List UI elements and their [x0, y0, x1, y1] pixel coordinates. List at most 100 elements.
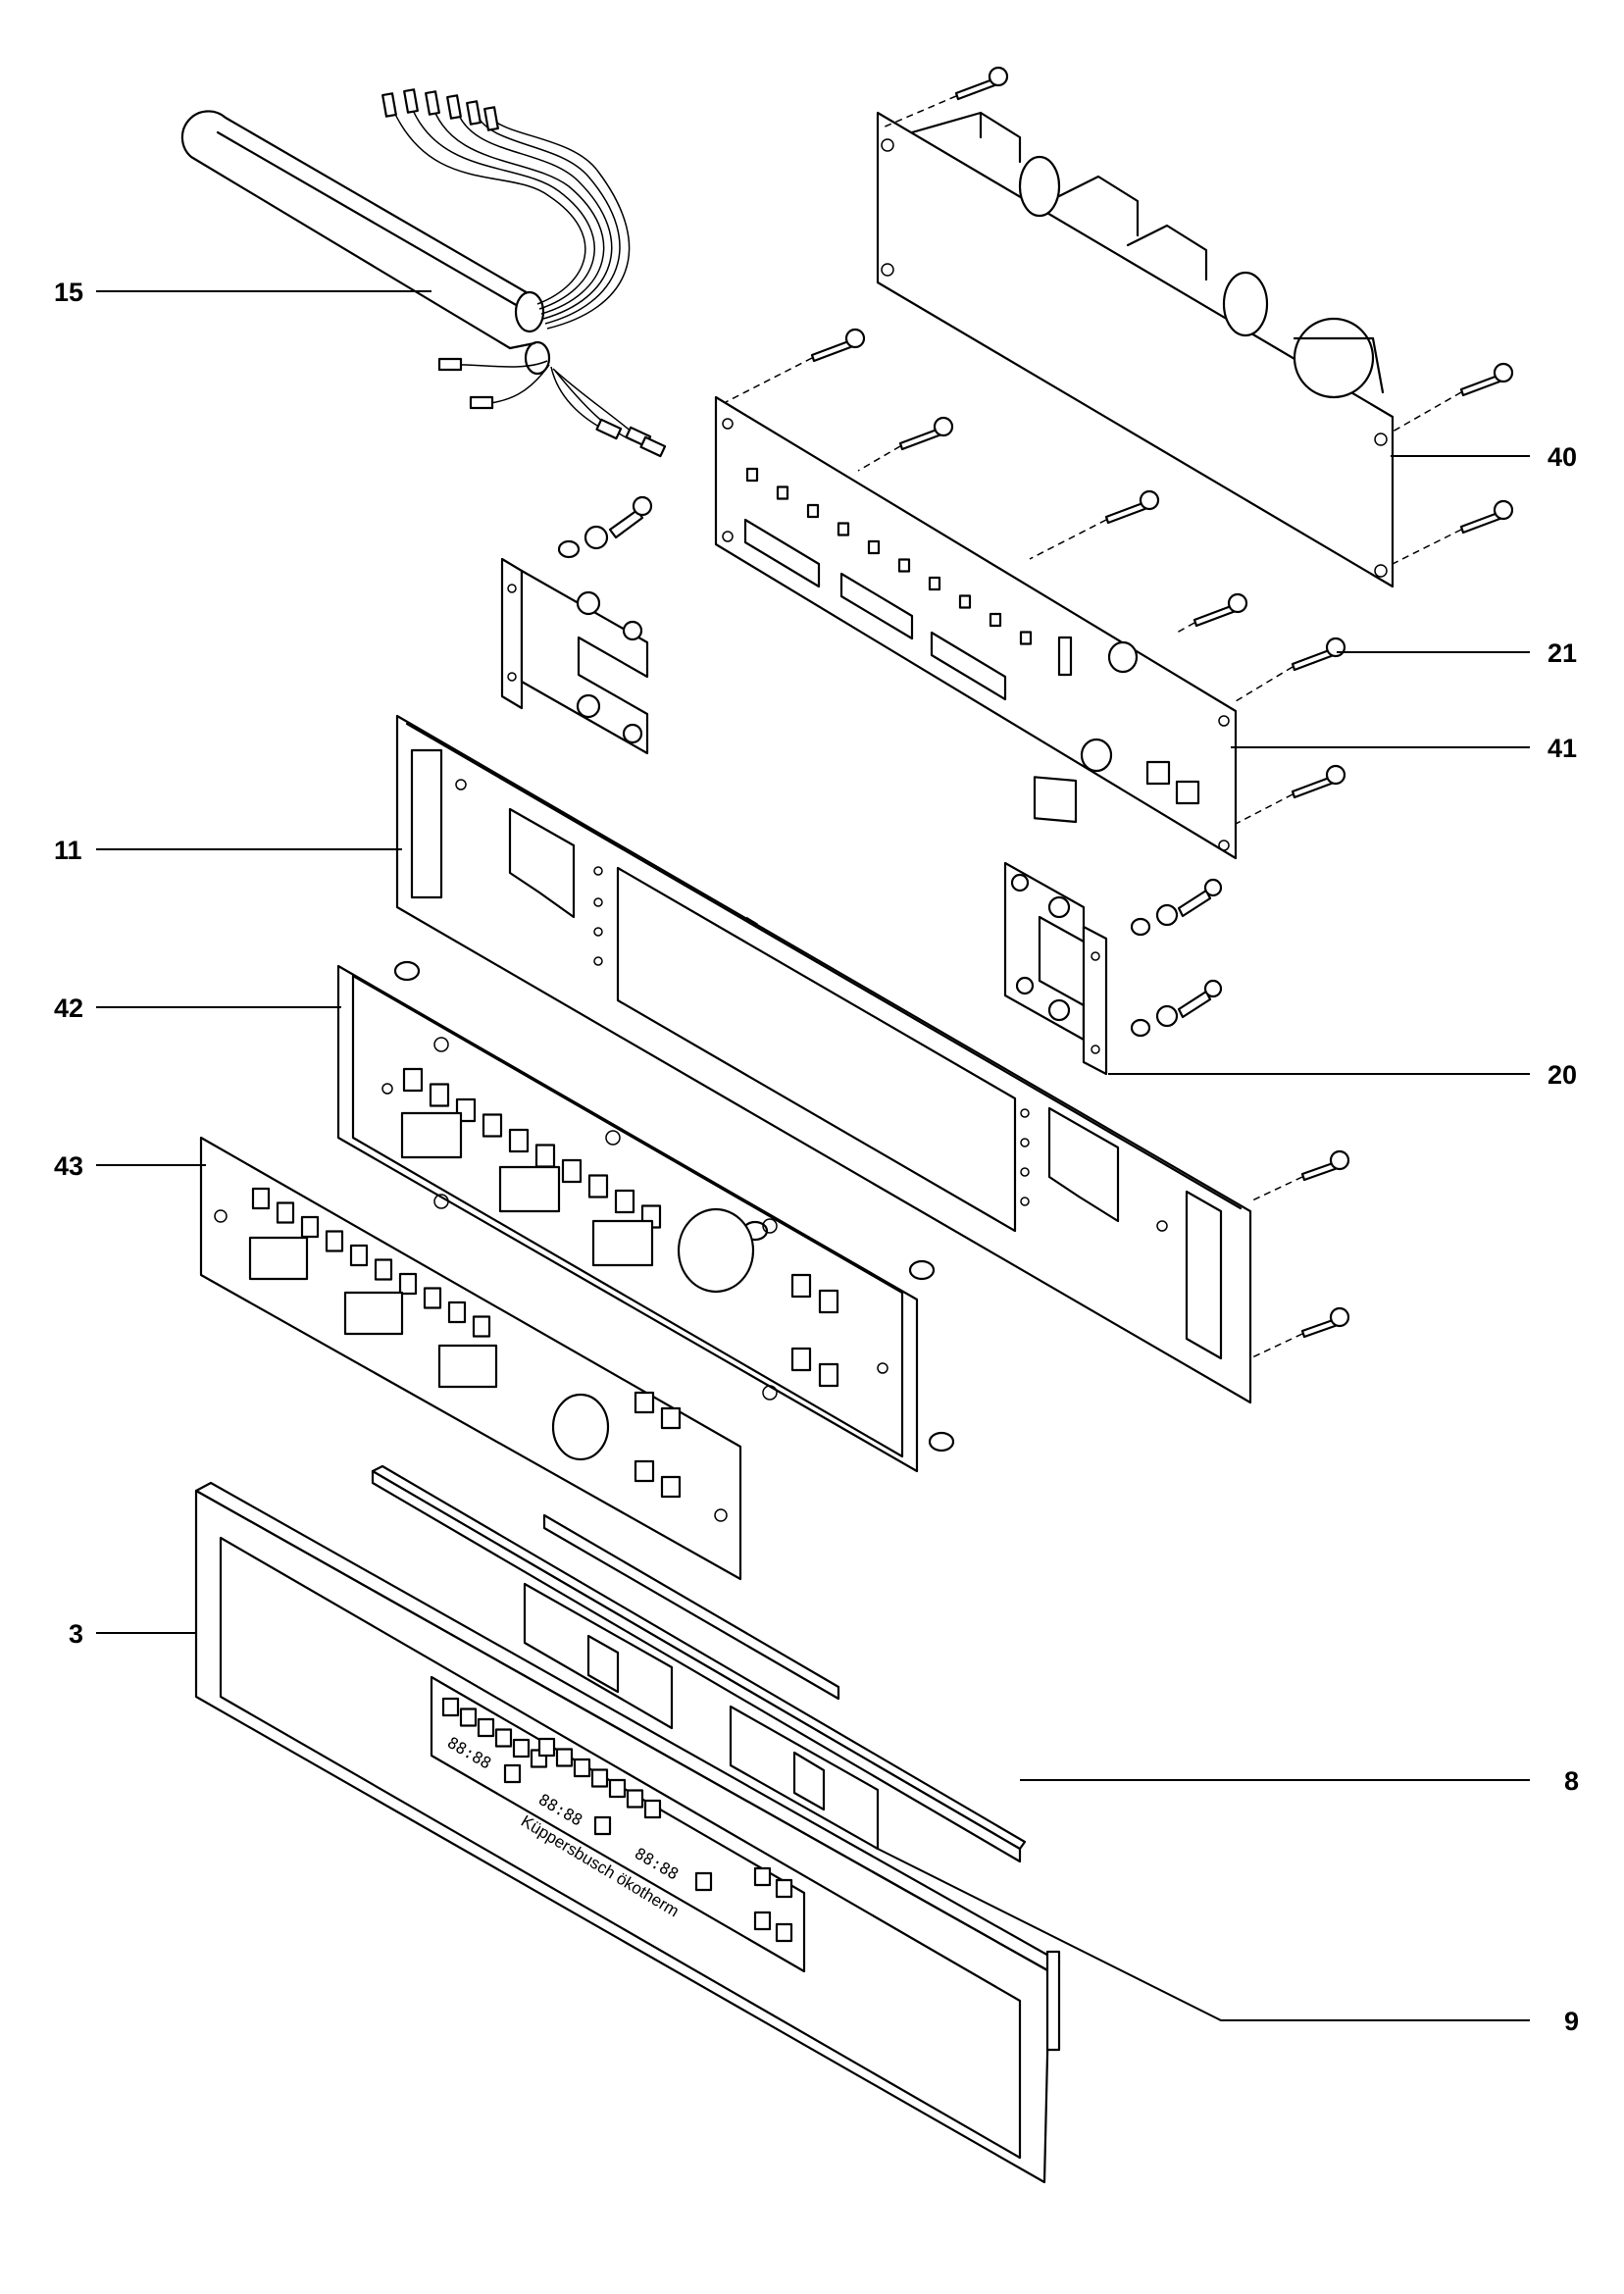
frame-part	[395, 714, 1252, 1404]
key	[643, 1799, 662, 1819]
key	[573, 1758, 591, 1778]
key	[694, 1871, 713, 1892]
key-cutout	[276, 1201, 295, 1224]
key	[590, 1768, 609, 1788]
bracket-left-part	[500, 495, 653, 755]
display-cutout	[400, 1111, 463, 1159]
bracket-right-part	[1003, 861, 1223, 1076]
key-cutout	[325, 1230, 344, 1252]
key-cutout	[614, 1189, 635, 1214]
display-cutout	[437, 1344, 498, 1389]
key-cutout	[660, 1406, 682, 1430]
key-cutout	[402, 1067, 424, 1093]
callout-40: 40	[1548, 442, 1577, 472]
callout-15: 15	[54, 278, 83, 307]
display-cutout	[498, 1165, 561, 1213]
led	[867, 539, 881, 555]
key-cutout	[447, 1300, 467, 1324]
key	[441, 1697, 460, 1717]
led	[776, 485, 789, 500]
led	[806, 503, 820, 519]
screw-41e	[1291, 764, 1346, 799]
key-cutout	[561, 1158, 583, 1184]
led	[1019, 631, 1033, 645]
key	[459, 1708, 478, 1727]
key-cutout	[660, 1475, 682, 1499]
key-cutout	[398, 1272, 418, 1296]
screw-11b	[1300, 1306, 1350, 1339]
key	[626, 1789, 644, 1809]
key	[608, 1778, 627, 1799]
key	[593, 1815, 612, 1836]
key-cutout	[374, 1258, 393, 1281]
callout-3: 3	[69, 1619, 83, 1649]
callout-11: 11	[54, 836, 82, 865]
power-board-part	[876, 111, 1395, 588]
key-cutout	[818, 1362, 839, 1388]
key-cutout	[300, 1215, 320, 1239]
screw-40b	[1459, 362, 1514, 397]
digit-display-3	[930, 631, 1007, 701]
screw-41b	[898, 416, 954, 451]
screw-41c	[1104, 489, 1160, 525]
key	[537, 1737, 556, 1758]
digit-display-2	[839, 572, 914, 640]
key-cutout	[423, 1287, 442, 1309]
screw-21	[1291, 637, 1346, 672]
led	[897, 558, 911, 573]
key	[753, 1911, 772, 1931]
key-cutout	[429, 1083, 450, 1107]
digit-display-1	[743, 518, 821, 588]
callout-8: 8	[1564, 1766, 1579, 1796]
leader-lines	[96, 290, 1530, 2021]
key	[477, 1717, 495, 1738]
screw-40c	[1459, 499, 1514, 535]
key-cutout	[472, 1315, 491, 1338]
key	[503, 1763, 522, 1784]
callout-41: 41	[1548, 734, 1577, 763]
screw-41d	[1193, 592, 1248, 628]
key-cutout	[251, 1187, 271, 1210]
key	[775, 1878, 793, 1899]
key-cutout	[482, 1113, 503, 1138]
screws-group	[725, 66, 1514, 1359]
key	[494, 1728, 513, 1748]
front-fascia-part: Küppersbusch ökotherm 88:88 88:88 88:88	[194, 1481, 1061, 2184]
led	[989, 612, 1002, 628]
screw-41a	[810, 328, 866, 363]
control-pcb-part	[714, 395, 1238, 938]
callout-42: 42	[54, 994, 83, 1023]
overlay-foil-part	[199, 1136, 742, 1581]
screw-11a	[1300, 1149, 1350, 1182]
display-cutout	[248, 1236, 309, 1281]
key-cutout	[508, 1128, 530, 1153]
key-cutout	[587, 1174, 609, 1198]
key-cutout	[790, 1347, 812, 1372]
key-cutout	[634, 1391, 655, 1414]
key	[555, 1748, 574, 1767]
led	[837, 522, 850, 536]
key	[775, 1922, 793, 1943]
key-cutout	[534, 1144, 556, 1168]
key	[512, 1738, 531, 1759]
callout-21: 21	[1548, 638, 1577, 668]
wiring-harness-part	[180, 88, 667, 458]
callout-9: 9	[1564, 2007, 1579, 2036]
led	[958, 594, 972, 609]
key-cutout	[634, 1459, 655, 1483]
keypad-carrier-part	[336, 960, 955, 1473]
display-cutout	[591, 1219, 654, 1267]
key-cutout	[818, 1289, 839, 1314]
callout-43: 43	[54, 1151, 83, 1181]
led	[745, 467, 759, 483]
led	[928, 576, 941, 591]
display-cutout	[343, 1291, 404, 1336]
callout-20: 20	[1548, 1060, 1577, 1090]
screw-40a	[954, 66, 1009, 101]
trim-strip-part	[371, 1464, 1027, 1863]
key-cutout	[790, 1273, 812, 1299]
callout-labels: 15 40 21 41 11 42 20 43 3 8 9	[54, 278, 1579, 2036]
key-cutout	[349, 1244, 369, 1267]
key	[753, 1866, 772, 1887]
